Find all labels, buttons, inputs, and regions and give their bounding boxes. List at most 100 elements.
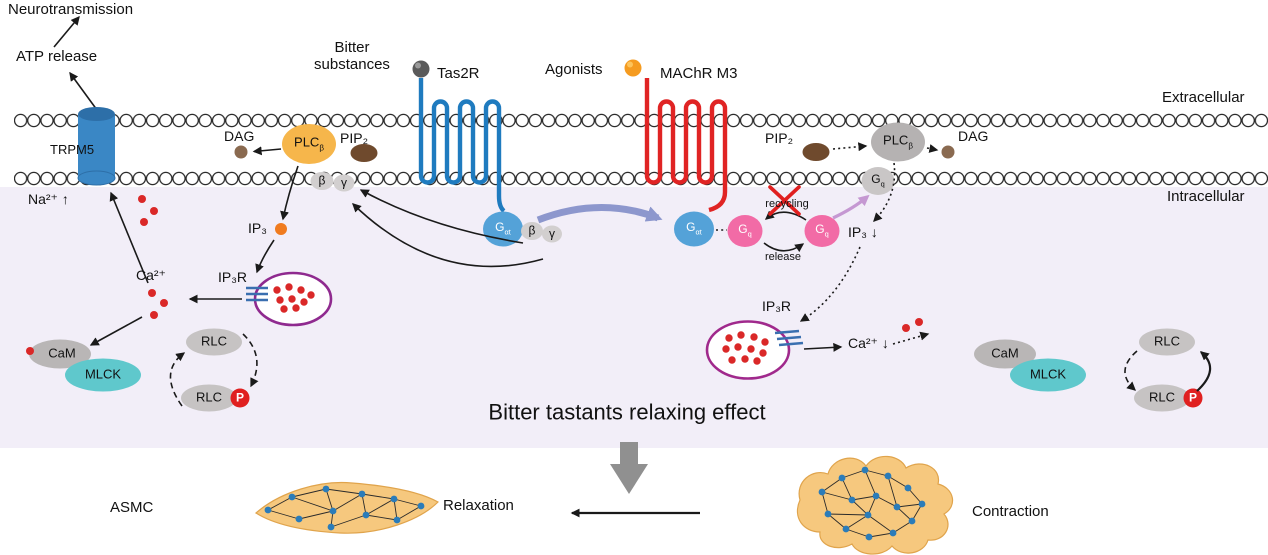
dag-molecule-right (941, 145, 955, 159)
dag-left-label: DAG (224, 128, 255, 144)
effect-arrow-down (610, 442, 648, 494)
crosstalk-arrow (536, 204, 663, 224)
cam-left (29, 339, 91, 369)
rlc-cycle-left (169, 328, 259, 412)
blocked-recycling-cross (768, 185, 801, 216)
relaxed-cell-illustration (254, 481, 439, 534)
rlc-bottom-right (1134, 384, 1190, 412)
rlc-bottom-right-label: RLC (1148, 389, 1176, 405)
plc-beta-left (282, 124, 336, 164)
sodium-influx-label: Na²⁺ ↑ (28, 191, 69, 207)
g-q-bound-label: Gq (738, 222, 752, 239)
rlc-bottom-left (181, 384, 237, 412)
rlc-top-left (186, 328, 242, 356)
er-calcium-store-left (188, 271, 333, 327)
cam-right-label: CaM (991, 345, 1019, 361)
bitter-substances-label: Bitter substances (314, 39, 390, 73)
cam-mlck-left (26, 339, 141, 392)
phosphate-right (1183, 388, 1203, 408)
plc-beta-right-label: PLCβ (883, 132, 913, 151)
cam-mlck-right (974, 339, 1086, 392)
g-beta-subunit-mid (521, 222, 543, 240)
trpm5-channel (77, 107, 116, 186)
g-gamma-subunit-mid (542, 225, 562, 243)
mlck-left-label: MLCK (84, 366, 122, 382)
g-alpha-t-left-label: Gαt (495, 220, 511, 237)
g-q-bound (727, 215, 763, 247)
plc-complex-left (234, 124, 378, 192)
neurotransmission-arrows (53, 15, 98, 111)
contraction-label: Contraction (972, 503, 1049, 520)
pip2-right-label: PIP₂ (765, 130, 793, 146)
recycling-label: recycling (765, 197, 809, 210)
cam-right (974, 339, 1036, 369)
g-beta-mid-label: β (528, 223, 536, 238)
main-caption: Bitter tastants relaxing effect (488, 399, 766, 425)
ip3-pathway-left (255, 165, 299, 274)
atp-release-label: ATP release (16, 48, 98, 65)
machr-m3-receptor (624, 59, 728, 213)
er-calcium-store-right (705, 320, 843, 380)
g-beta-left-label: β (318, 173, 326, 188)
bitter-substance-ball (412, 60, 430, 78)
g-q-gray-label: Gq (871, 172, 885, 189)
rlc-top-right-label: RLC (1153, 333, 1181, 349)
pip2-molecule-right (802, 143, 830, 161)
g-gamma-left-label: γ (341, 175, 347, 190)
cam-left-label: CaM (48, 345, 76, 361)
ip3r-left-label: IP₃R (218, 269, 248, 285)
rlc-top-left-label: RLC (200, 333, 228, 349)
machr-m3-label: MAChR M3 (660, 65, 738, 82)
calcium-signals-right (892, 318, 930, 345)
g-q-free (804, 215, 840, 247)
ip3-to-er-arrow-right (799, 246, 861, 322)
g-gamma-mid-label: γ (549, 226, 555, 241)
ip3-left-label: IP₃ (248, 220, 267, 236)
rlc-cycle-right (1124, 328, 1212, 412)
g-beta-subunit-left (310, 172, 334, 190)
plc-complex-right (802, 122, 955, 222)
release-label: release (764, 250, 802, 263)
calcium-signals-left (89, 191, 168, 346)
g-q-free-label: Gq (815, 222, 829, 239)
neurotransmission-label: Neurotransmission (8, 1, 134, 18)
calcium-ions-near-trpm5 (138, 195, 158, 226)
gq-cycle (674, 185, 870, 253)
plc-beta-right (871, 122, 925, 162)
trpm5-label: TRPM5 (50, 142, 95, 157)
g-alpha-t-right-label: Gαt (686, 220, 702, 237)
tas2r-receptor (412, 60, 506, 213)
asmc-label: ASMC (110, 499, 154, 516)
g-alpha-t-right (674, 211, 714, 247)
agonist-ball (624, 59, 642, 77)
relaxation-label: Relaxation (443, 497, 514, 514)
gq-to-plc-arrow (832, 194, 870, 220)
phosphate-right-label: P (1188, 390, 1198, 405)
ip3-molecule-left (275, 223, 287, 235)
g-q-gray (861, 167, 895, 195)
cell-membrane (14, 112, 1268, 187)
dag-molecule-left (234, 145, 248, 159)
ip3-right-label: IP₃ ↓ (848, 224, 878, 240)
intracellular-label: Intracellular (1167, 188, 1245, 205)
pip2-left-label: PIP₂ (340, 130, 368, 146)
tas2r-label: Tas2R (437, 65, 480, 82)
pip2-molecule-left (350, 144, 378, 162)
contracted-cell-illustration (796, 455, 954, 555)
dag-right-label: DAG (958, 128, 989, 144)
rlc-bottom-left-label: RLC (195, 389, 223, 405)
mlck-right-label: MLCK (1029, 366, 1067, 382)
plc-beta-left-label: PLCβ (294, 134, 324, 153)
phosphate-left (230, 388, 250, 408)
phosphate-left-label: P (235, 390, 245, 405)
gustducin-complex-left (352, 189, 562, 268)
calcium-left-label: Ca²⁺ (136, 267, 166, 283)
rlc-top-right (1139, 328, 1195, 356)
g-gamma-subunit-left (333, 174, 355, 192)
extracellular-label: Extracellular (1162, 89, 1245, 106)
ip3r-right-label: IP₃R (762, 298, 792, 314)
mlck-right (1010, 358, 1086, 392)
mlck-left (65, 358, 141, 392)
